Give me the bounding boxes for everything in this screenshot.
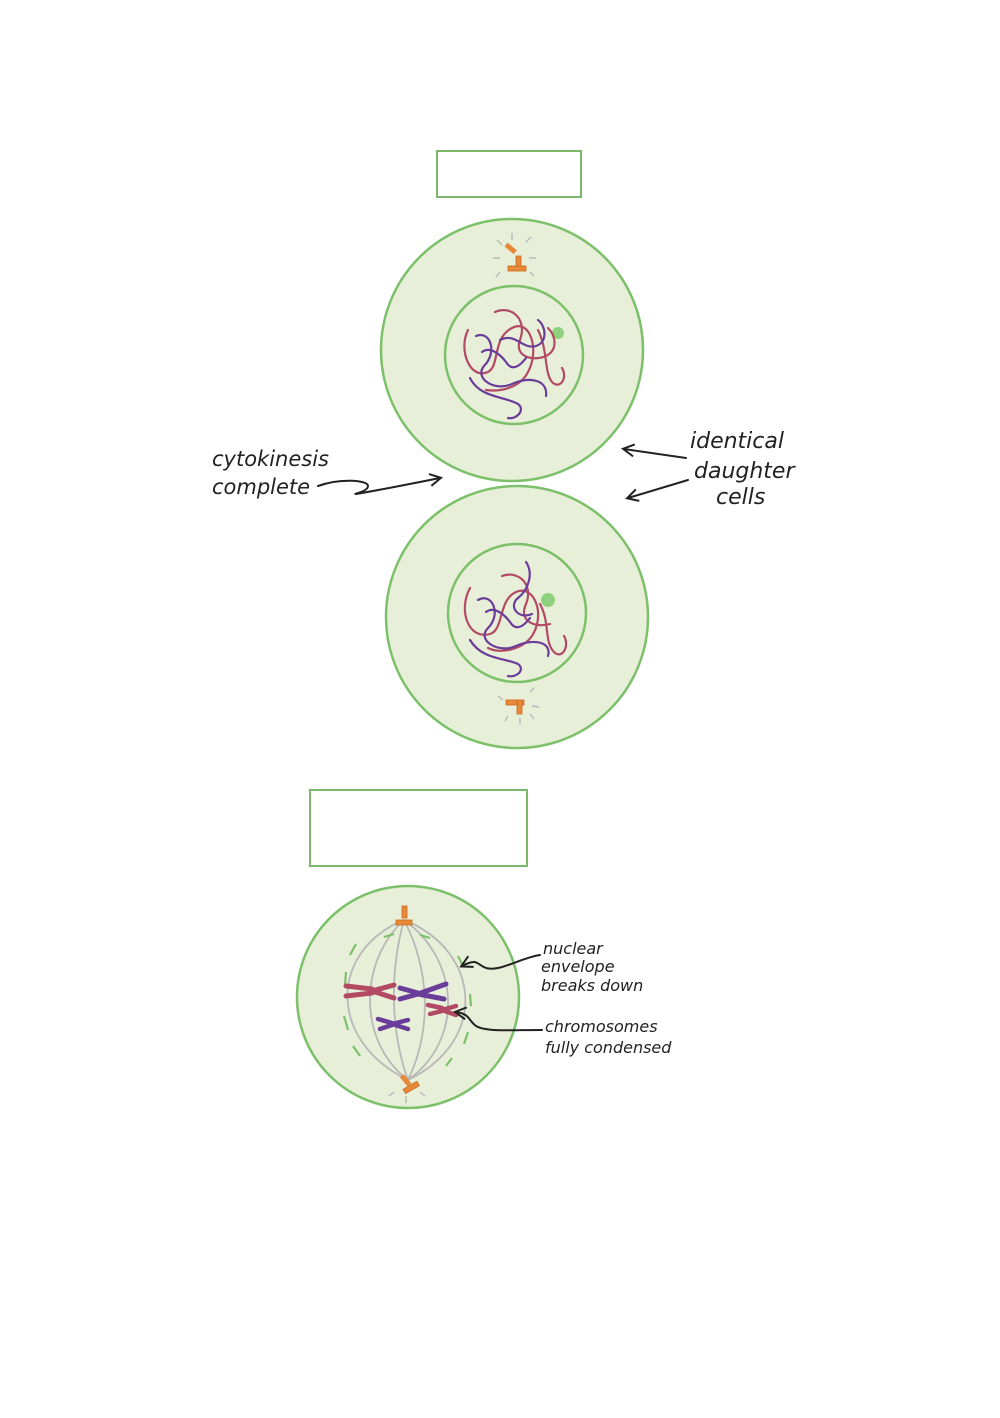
arrow-daughter-bottom [628, 479, 689, 498]
label-line: breaks down [541, 976, 643, 995]
daughter-cell-bottom [384, 484, 650, 750]
nucleolus [541, 593, 555, 607]
annotation-arrows [317, 449, 689, 1032]
label-line: cytokinesis [212, 447, 329, 471]
dividing-cell [295, 884, 521, 1110]
label-nuclear-envelope: nuclear envelope breaks down [541, 939, 643, 995]
arrow-cytokinesis [317, 478, 440, 496]
chromatin [463, 309, 566, 420]
answer-box-top[interactable] [436, 150, 582, 198]
label-line: daughter [694, 459, 796, 484]
label-line: chromosomes [545, 1017, 658, 1036]
label-daughter-cells: identical daughter cells [690, 429, 796, 510]
centrosome-bottom [388, 1074, 426, 1103]
arrow-nuclear-envelope [462, 954, 541, 970]
label-line: nuclear [543, 939, 604, 958]
fragmented-nuclear-envelope [342, 932, 473, 1067]
centrosome-top [395, 905, 413, 926]
daughter-cell-top [379, 217, 645, 483]
arrow-daughter-top [624, 449, 687, 459]
label-line: identical [690, 429, 784, 454]
nucleolus [552, 327, 564, 339]
centrosome [497, 687, 540, 724]
label-line: fully condensed [545, 1038, 672, 1057]
label-cytokinesis: cytokinesis complete [212, 447, 329, 499]
chromatin [463, 560, 568, 678]
label-line: cells [716, 485, 765, 510]
label-line: complete [212, 475, 310, 499]
label-chromosomes: chromosomes fully condensed [545, 1017, 672, 1057]
arrow-chromosomes [456, 1012, 543, 1032]
answer-box-bottom[interactable] [309, 789, 528, 867]
label-line: envelope [541, 957, 615, 976]
centrosome [493, 233, 536, 278]
